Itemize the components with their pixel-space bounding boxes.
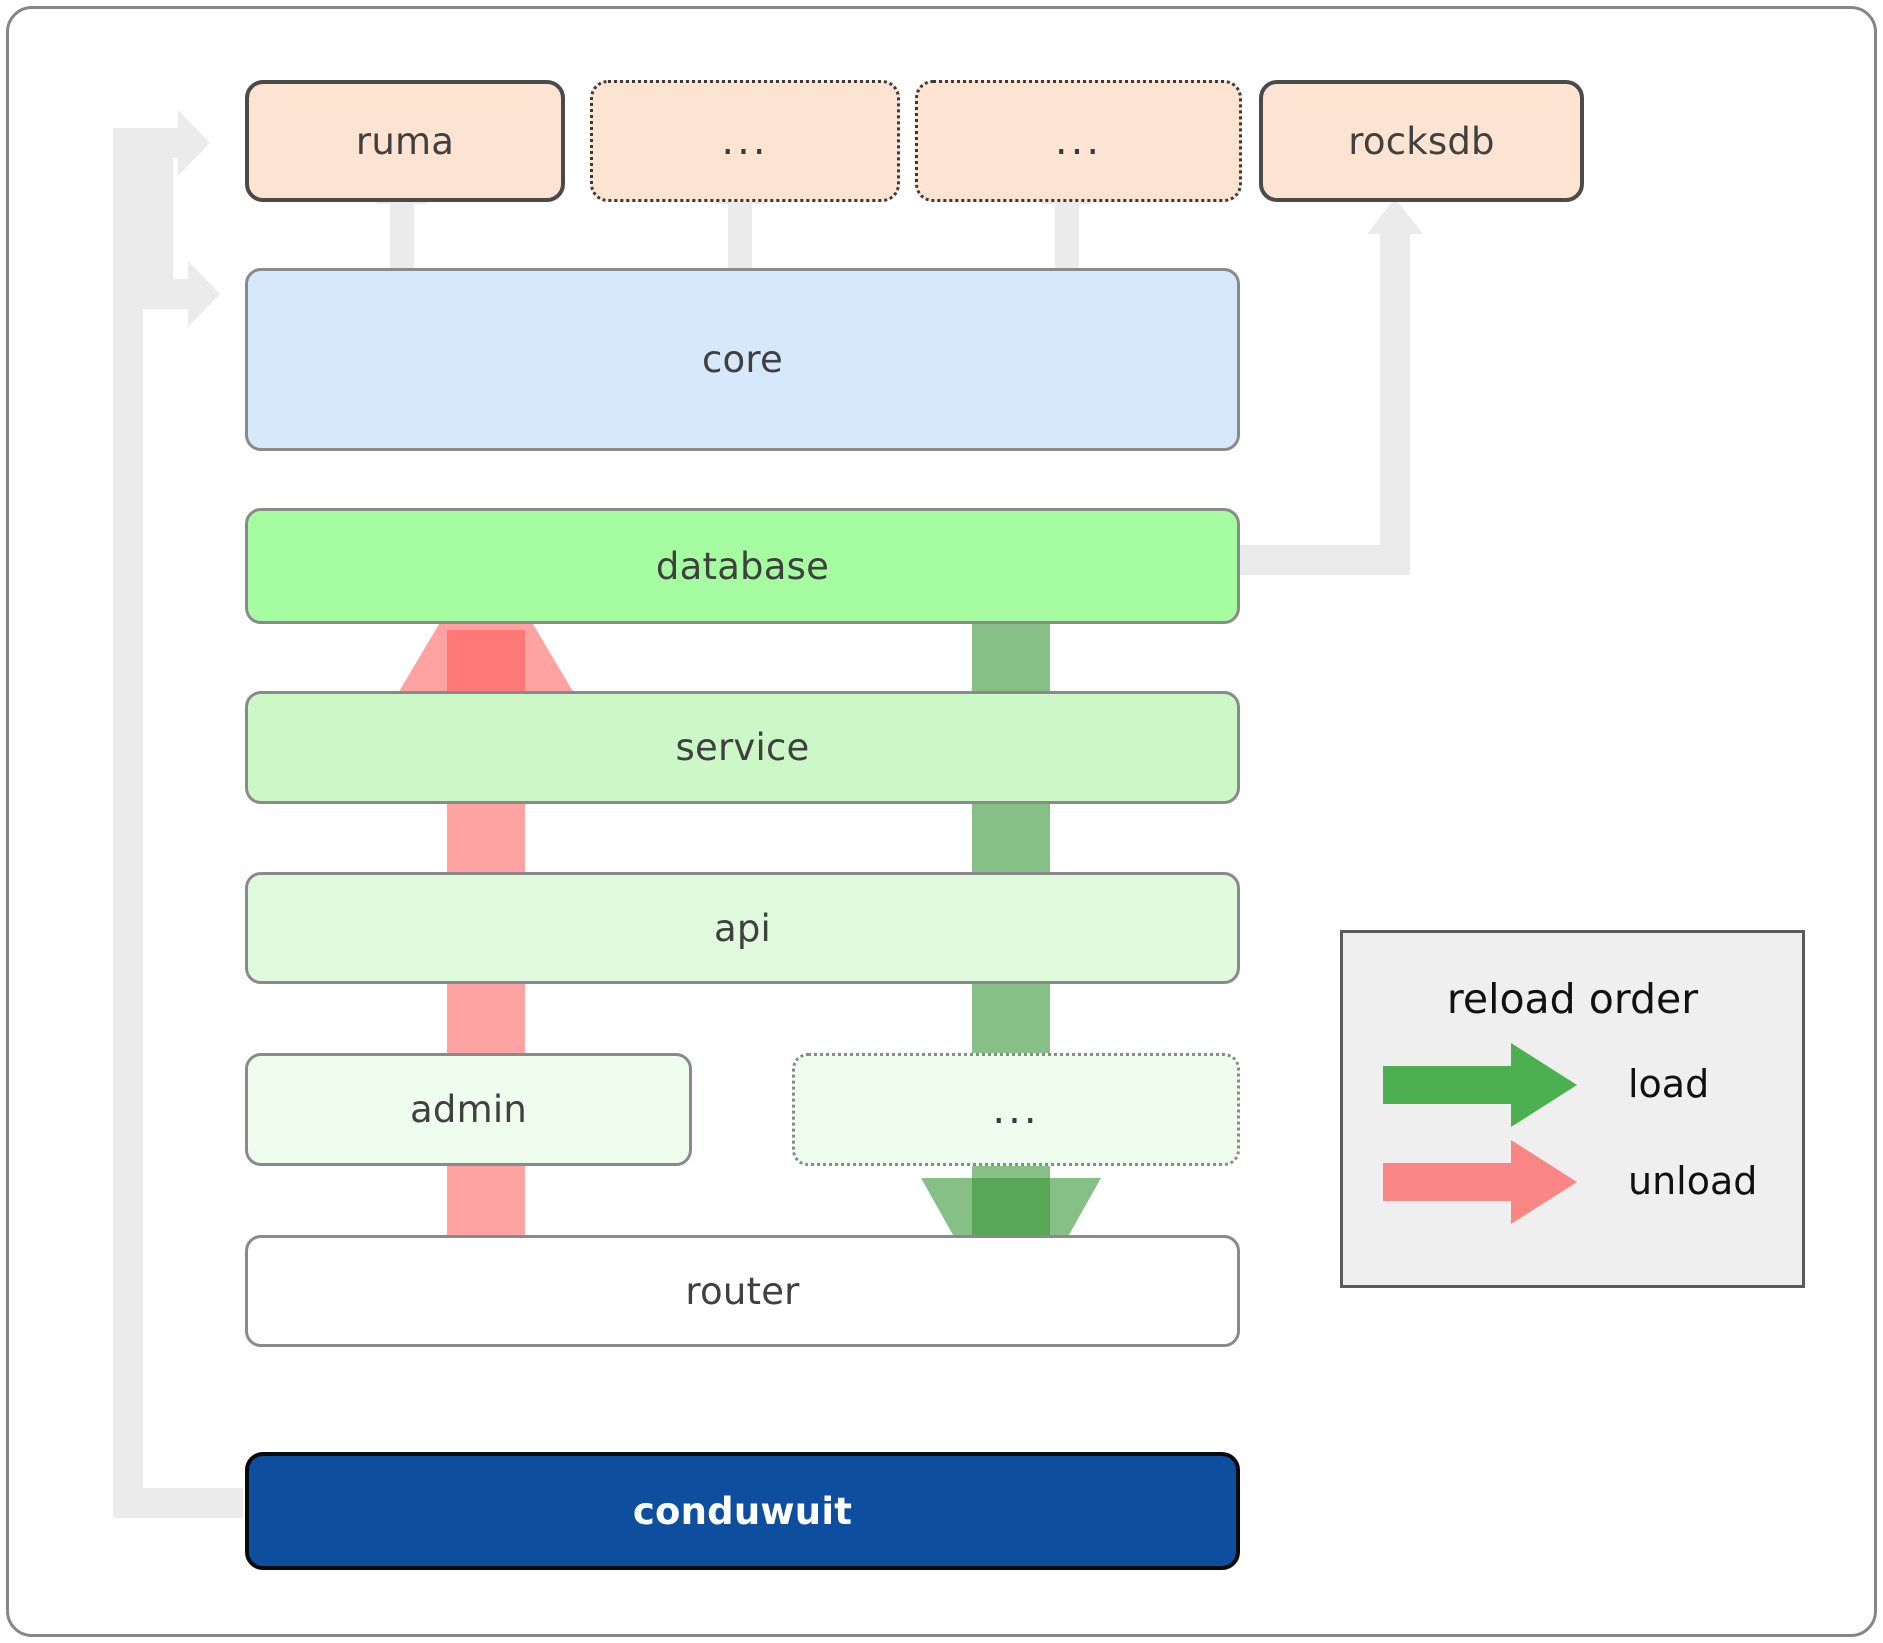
node-core-label: core	[702, 338, 783, 381]
connector-core-to-dots2-shaft	[1055, 200, 1079, 275]
connector-ruma-leg	[113, 128, 183, 158]
node-dots-top-1-label: ...	[721, 118, 769, 164]
node-rocksdb-label: rocksdb	[1348, 119, 1495, 163]
connector-conduwuit-leg	[113, 1488, 243, 1518]
legend-panel: reload order load unload	[1340, 930, 1805, 1288]
connector-rocksdb-arrowhead	[1367, 198, 1423, 234]
legend-unload-label: unload	[1628, 1159, 1758, 1203]
legend-row-load: load	[1343, 933, 1802, 1285]
node-rocksdb[interactable]: rocksdb	[1259, 80, 1584, 202]
connector-core-to-ruma-shaft	[390, 200, 414, 275]
node-conduwuit[interactable]: conduwuit	[245, 1452, 1240, 1570]
node-admin[interactable]: admin	[245, 1053, 692, 1166]
legend-unload-arrow-shaft	[1383, 1163, 1533, 1201]
node-database-label: database	[655, 544, 830, 588]
node-router-label: router	[685, 1269, 800, 1313]
legend-row-unload: unload	[1343, 933, 1802, 1285]
node-core[interactable]: core	[245, 268, 1240, 451]
node-dots-bottom[interactable]: ...	[792, 1053, 1240, 1166]
connector-database-to-rocksdb-horizontal	[1220, 545, 1410, 575]
connector-core-to-dots1-shaft	[728, 200, 752, 275]
node-service-label: service	[675, 726, 810, 769]
node-api-label: api	[713, 906, 772, 950]
connector-core-leg	[143, 279, 193, 309]
legend-load-label: load	[1628, 1062, 1710, 1106]
node-api[interactable]: api	[245, 872, 1240, 984]
node-service[interactable]: service	[245, 691, 1240, 804]
connector-core-arrowhead	[188, 261, 220, 327]
node-admin-label: admin	[410, 1088, 527, 1131]
diagram-frame	[6, 6, 1877, 1637]
node-ruma-label: ruma	[355, 119, 455, 163]
node-dots-bottom-label: ...	[992, 1086, 1040, 1133]
legend-unload-arrow-head	[1511, 1140, 1577, 1224]
connector-ruma-arrowhead	[178, 110, 210, 176]
node-dots-top-1[interactable]: ...	[590, 80, 900, 202]
node-conduwuit-label: conduwuit	[632, 1489, 853, 1533]
node-dots-top-2[interactable]: ...	[915, 80, 1242, 202]
node-router[interactable]: router	[245, 1235, 1240, 1347]
connector-database-to-rocksdb-vertical	[1380, 230, 1410, 560]
legend-load-arrow-shaft	[1383, 1066, 1533, 1104]
connector-trunk-vertical	[113, 128, 143, 1518]
legend-title: reload order	[1446, 975, 1699, 1023]
node-ruma[interactable]: ruma	[245, 80, 565, 202]
node-database[interactable]: database	[245, 508, 1240, 624]
node-dots-top-2-label: ...	[1054, 118, 1103, 164]
legend-load-arrow-head	[1511, 1043, 1577, 1127]
